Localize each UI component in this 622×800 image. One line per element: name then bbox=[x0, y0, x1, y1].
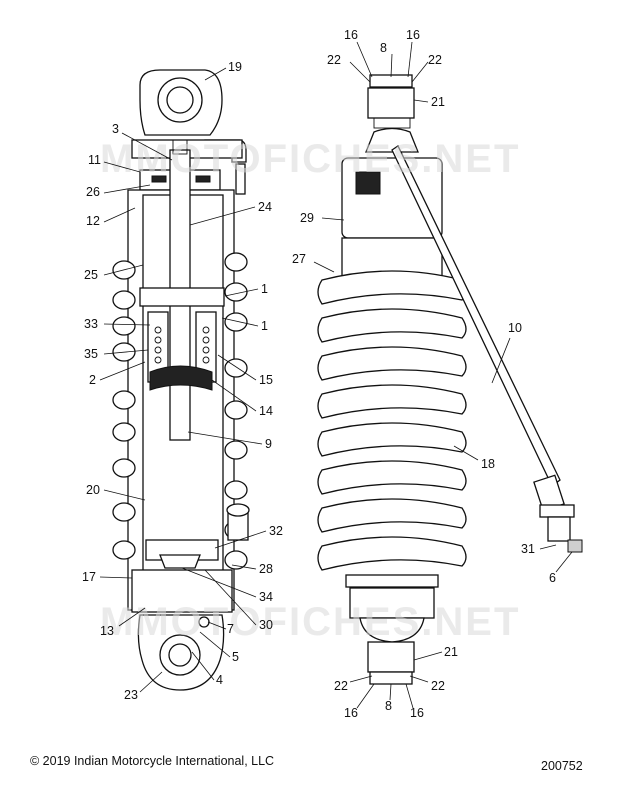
callout-23: 23 bbox=[124, 688, 138, 702]
assembled-shock-assembly bbox=[317, 74, 583, 685]
callout-29: 29 bbox=[300, 211, 314, 225]
callout-15: 15 bbox=[259, 373, 273, 387]
callout-9: 9 bbox=[265, 437, 272, 451]
callout-18: 18 bbox=[481, 457, 495, 471]
callout-20: 20 bbox=[86, 483, 100, 497]
callout-22d: 22 bbox=[431, 679, 445, 693]
watermark-bottom: MMOTOFICHES.NET bbox=[100, 600, 520, 644]
callout-16d: 16 bbox=[410, 706, 424, 720]
callout-14: 14 bbox=[259, 404, 273, 418]
document-number: 200752 bbox=[541, 759, 583, 773]
callout-35: 35 bbox=[84, 347, 98, 361]
callout-12: 12 bbox=[86, 214, 100, 228]
callout-16c: 16 bbox=[344, 706, 358, 720]
callout-21a: 21 bbox=[431, 95, 445, 109]
callout-16b: 16 bbox=[406, 28, 420, 42]
callout-22a: 22 bbox=[327, 53, 341, 67]
callout-22c: 22 bbox=[334, 679, 348, 693]
callout-24: 24 bbox=[258, 200, 272, 214]
callout-22b: 22 bbox=[428, 53, 442, 67]
callout-32: 32 bbox=[269, 524, 283, 538]
callout-30: 30 bbox=[259, 618, 273, 632]
callout-7: 7 bbox=[227, 622, 234, 636]
callout-33: 33 bbox=[84, 317, 98, 331]
callout-19: 19 bbox=[228, 60, 242, 74]
leader-lines bbox=[99, 41, 573, 709]
callout-1a: 1 bbox=[261, 282, 268, 296]
callout-21b: 21 bbox=[444, 645, 458, 659]
callout-11: 11 bbox=[88, 153, 101, 167]
callout-2: 2 bbox=[89, 373, 96, 387]
callout-27: 27 bbox=[292, 252, 306, 266]
right-spring bbox=[317, 270, 467, 571]
copyright-notice: © 2019 Indian Motorcycle International, … bbox=[30, 754, 275, 768]
callout-10: 10 bbox=[508, 321, 522, 335]
callout-17: 17 bbox=[82, 570, 96, 584]
watermark-top: MMOTOFICHES.NET bbox=[100, 137, 520, 181]
callout-1b: 1 bbox=[261, 319, 268, 333]
callout-5: 5 bbox=[232, 650, 239, 664]
callouts-right: 16 8 16 22 22 21 29 27 10 18 31 6 21 22 … bbox=[292, 28, 556, 720]
callout-4: 4 bbox=[216, 673, 223, 687]
callout-28: 28 bbox=[259, 562, 273, 576]
callout-26: 26 bbox=[86, 185, 100, 199]
callout-8b: 8 bbox=[385, 699, 392, 713]
callout-8a: 8 bbox=[380, 41, 387, 55]
callout-34: 34 bbox=[259, 590, 273, 604]
callout-31: 31 bbox=[521, 542, 535, 556]
left-spring-coils bbox=[112, 252, 248, 570]
callout-6: 6 bbox=[549, 571, 556, 585]
callout-25: 25 bbox=[84, 268, 98, 282]
callout-3: 3 bbox=[112, 122, 119, 136]
callout-16a: 16 bbox=[344, 28, 358, 42]
callouts-left: 19 3 11 26 12 24 25 1 33 1 35 2 15 14 9 … bbox=[82, 60, 283, 702]
callout-13: 13 bbox=[100, 624, 114, 638]
